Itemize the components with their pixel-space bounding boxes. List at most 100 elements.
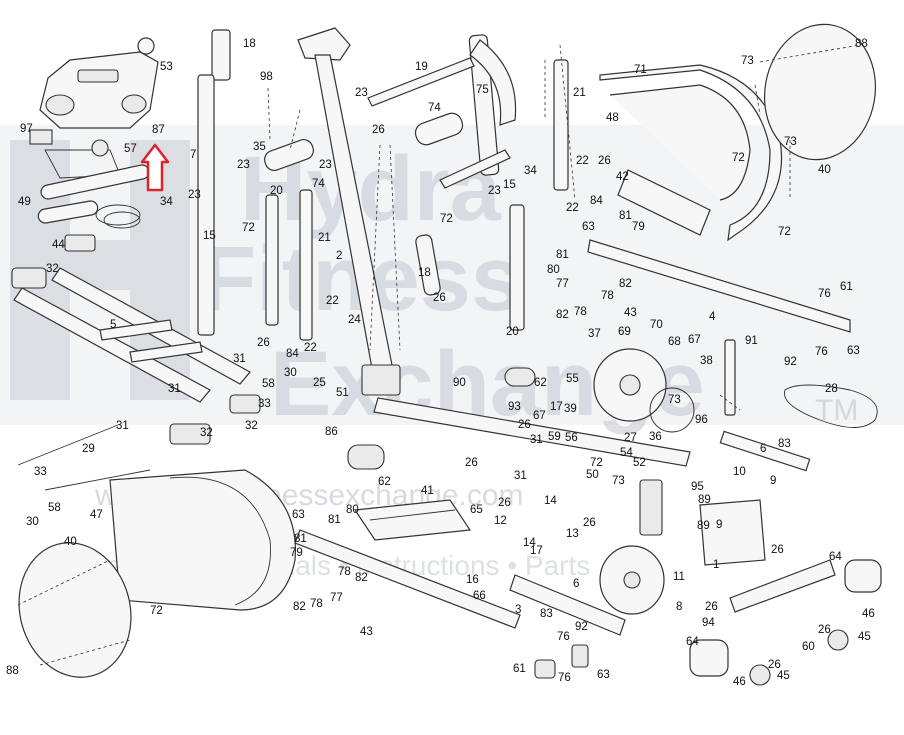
- part-label-26: 26: [771, 544, 784, 556]
- part-label-26: 26: [257, 337, 270, 349]
- part-label-81: 81: [294, 533, 307, 545]
- part-label-36: 36: [649, 431, 662, 443]
- part-label-34: 34: [160, 196, 173, 208]
- part-label-81: 81: [556, 249, 569, 261]
- part-label-72: 72: [440, 213, 453, 225]
- part-label-32: 32: [245, 420, 258, 432]
- part-label-88: 88: [855, 38, 868, 50]
- part-label-76: 76: [557, 631, 570, 643]
- part-label-73: 73: [668, 394, 681, 406]
- part-label-21: 21: [318, 232, 331, 244]
- part-label-20: 20: [506, 326, 519, 338]
- part-label-98: 98: [260, 71, 273, 83]
- part-label-8: 8: [676, 601, 682, 613]
- part-label-60: 60: [802, 641, 815, 653]
- part-label-26: 26: [768, 659, 781, 671]
- part-label-74: 74: [312, 178, 325, 190]
- part-label-57: 57: [124, 143, 137, 155]
- part-label-26: 26: [583, 517, 596, 529]
- part-label-31: 31: [514, 470, 527, 482]
- part-label-26: 26: [598, 155, 611, 167]
- part-label-72: 72: [732, 152, 745, 164]
- part-label-89: 89: [698, 494, 711, 506]
- part-label-82: 82: [355, 572, 368, 584]
- part-label-75: 75: [476, 84, 489, 96]
- part-label-89: 89: [697, 520, 710, 532]
- part-label-63: 63: [847, 345, 860, 357]
- part-label-63: 63: [582, 221, 595, 233]
- part-label-97: 97: [20, 123, 33, 135]
- part-label-72: 72: [590, 457, 603, 469]
- part-label-34: 34: [524, 165, 537, 177]
- part-label-46: 46: [733, 676, 746, 688]
- part-label-42: 42: [616, 171, 629, 183]
- part-label-47: 47: [90, 509, 103, 521]
- part-label-33: 33: [34, 466, 47, 478]
- part-label-26: 26: [818, 624, 831, 636]
- part-label-50: 50: [586, 469, 599, 481]
- part-label-39: 39: [564, 403, 577, 415]
- part-label-93: 93: [508, 401, 521, 413]
- part-label-14: 14: [523, 537, 536, 549]
- part-label-91: 91: [745, 335, 758, 347]
- part-label-86: 86: [325, 426, 338, 438]
- part-label-23: 23: [488, 185, 501, 197]
- part-label-80: 80: [346, 504, 359, 516]
- part-label-80: 80: [547, 264, 560, 276]
- part-label-63: 63: [292, 509, 305, 521]
- part-label-43: 43: [624, 307, 637, 319]
- upright-tubes: [197, 27, 569, 396]
- part-label-83: 83: [540, 608, 553, 620]
- part-label-68: 68: [668, 336, 681, 348]
- part-label-22: 22: [576, 155, 589, 167]
- part-label-26: 26: [705, 601, 718, 613]
- part-label-45: 45: [777, 670, 790, 682]
- part-label-9: 9: [770, 475, 776, 487]
- part-label-79: 79: [632, 221, 645, 233]
- part-label-23: 23: [355, 87, 368, 99]
- part-label-44: 44: [52, 239, 65, 251]
- part-label-76: 76: [818, 288, 831, 300]
- part-label-40: 40: [818, 164, 831, 176]
- part-label-22: 22: [326, 295, 339, 307]
- part-label-1: 1: [713, 559, 719, 571]
- part-label-62: 62: [534, 377, 547, 389]
- part-label-41: 41: [421, 485, 434, 497]
- part-label-33: 33: [258, 398, 271, 410]
- part-label-69: 69: [618, 326, 631, 338]
- part-label-26: 26: [518, 419, 531, 431]
- part-label-74: 74: [428, 102, 441, 114]
- part-label-90: 90: [453, 377, 466, 389]
- leader-lines: [17, 44, 861, 666]
- part-label-78: 78: [310, 598, 323, 610]
- part-label-49: 49: [18, 196, 31, 208]
- part-label-61: 61: [513, 663, 526, 675]
- part-label-64: 64: [686, 636, 699, 648]
- part-label-56: 56: [565, 432, 578, 444]
- part-label-12: 12: [494, 515, 507, 527]
- part-label-77: 77: [556, 278, 569, 290]
- part-label-72: 72: [778, 226, 791, 238]
- part-label-72: 72: [150, 605, 163, 617]
- part-label-46: 46: [862, 608, 875, 620]
- part-label-21: 21: [573, 87, 586, 99]
- part-label-67: 67: [533, 410, 546, 422]
- part-label-59: 59: [548, 431, 561, 443]
- part-label-15: 15: [203, 230, 216, 242]
- part-label-62: 62: [378, 476, 391, 488]
- part-label-96: 96: [695, 414, 708, 426]
- part-label-18: 18: [243, 38, 256, 50]
- part-label-84: 84: [286, 348, 299, 360]
- part-label-31: 31: [168, 383, 181, 395]
- part-label-26: 26: [433, 292, 446, 304]
- part-label-61: 61: [840, 281, 853, 293]
- part-label-54: 54: [620, 447, 633, 459]
- left-shroud-and-cover: [18, 444, 626, 678]
- part-label-78: 78: [338, 566, 351, 578]
- watermark-tm: TM: [815, 394, 858, 427]
- part-label-58: 58: [262, 378, 275, 390]
- part-label-82: 82: [556, 309, 569, 321]
- part-label-16: 16: [466, 574, 479, 586]
- part-label-88: 88: [6, 665, 19, 677]
- right-shroud-and-cover: [587, 23, 878, 428]
